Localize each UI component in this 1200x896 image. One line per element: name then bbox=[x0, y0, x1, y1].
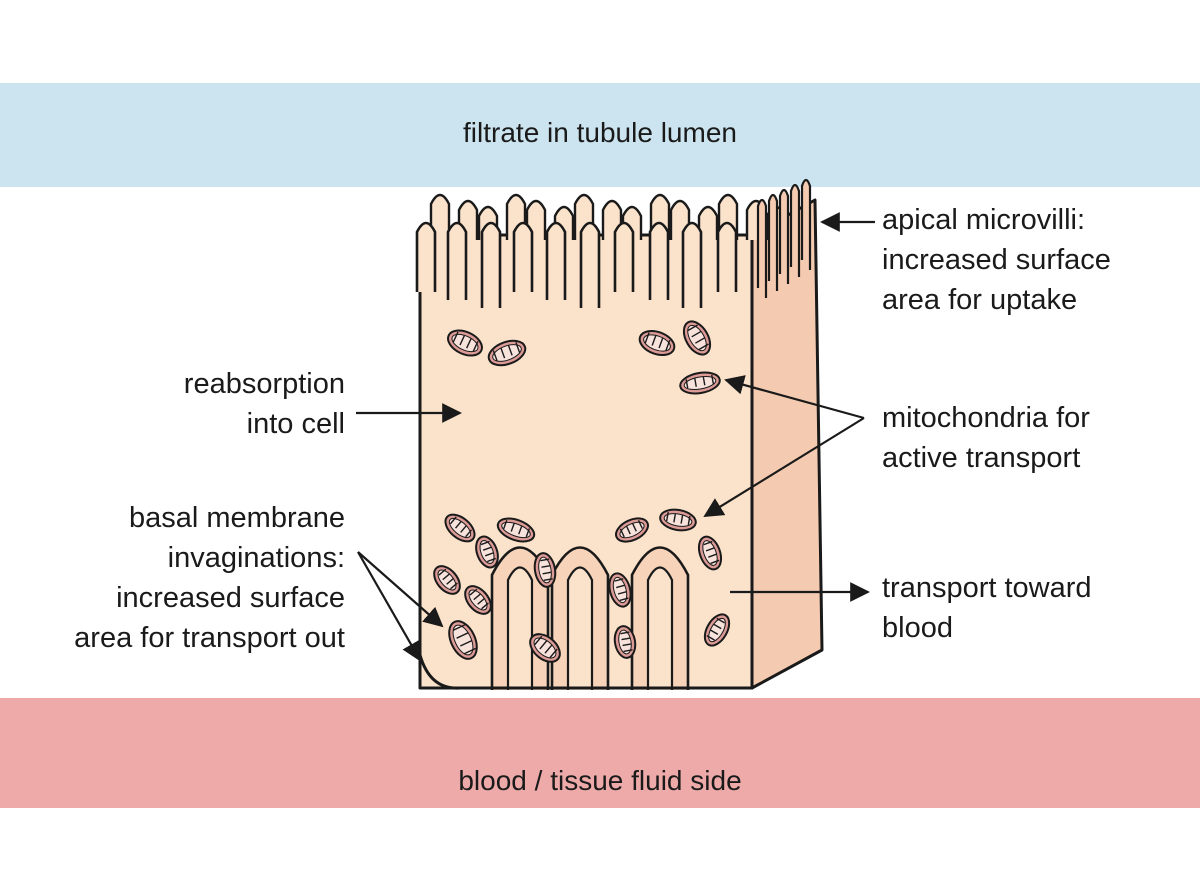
mitochondrion-matrix bbox=[643, 334, 671, 352]
mitochondrion bbox=[703, 613, 731, 647]
microvillus-front bbox=[648, 221, 670, 300]
mitochondrion-matrix bbox=[437, 569, 457, 591]
mitochondrion-matrix bbox=[618, 629, 632, 655]
microvillus-front bbox=[415, 221, 437, 292]
microvillus-back bbox=[429, 193, 451, 240]
mitochondrion-cristae bbox=[620, 631, 633, 653]
invagination-inner bbox=[646, 566, 674, 690]
microvillus-front bbox=[579, 221, 601, 308]
mitochondrion-cristae bbox=[619, 520, 643, 538]
microvillus-side bbox=[778, 188, 790, 284]
mitochondrion-matrix bbox=[468, 589, 488, 611]
mitochondrion bbox=[697, 535, 723, 571]
mitochondrion-cristae bbox=[492, 342, 521, 362]
invagination-inner bbox=[566, 566, 594, 690]
microvillus-back bbox=[697, 205, 719, 240]
mitochondrion-matrix bbox=[708, 617, 726, 643]
mitochondrion-cristae bbox=[438, 568, 458, 590]
mitochondrion-matrix bbox=[702, 540, 718, 566]
annotation-arrows bbox=[356, 212, 875, 662]
mitochondrion-cristae bbox=[503, 520, 530, 538]
epithelial-cell bbox=[415, 178, 824, 690]
mitochondrion-cristae bbox=[452, 624, 477, 655]
mitochondrion bbox=[638, 329, 676, 357]
microvillus-side bbox=[789, 183, 801, 277]
microvillus-front bbox=[512, 221, 534, 292]
microvillus-front bbox=[681, 221, 703, 308]
mitochondrion-cristae bbox=[706, 617, 725, 641]
mitochondrion bbox=[615, 517, 649, 543]
microvilli-front-row bbox=[415, 221, 738, 308]
blood-band: blood / tissue fluid side bbox=[0, 698, 1200, 808]
mitochondrion-matrix bbox=[619, 521, 645, 539]
mitochondrion-cristae bbox=[665, 512, 691, 525]
mitochondrion-matrix bbox=[538, 556, 552, 584]
mitochondrion bbox=[613, 625, 637, 659]
mitochondrion-cristae bbox=[703, 540, 720, 565]
basal-invaginations bbox=[418, 546, 752, 690]
microvillus-side bbox=[800, 178, 812, 270]
mitochondrion bbox=[659, 508, 697, 532]
mitochondrion bbox=[464, 585, 492, 615]
mitochondrion bbox=[487, 339, 527, 367]
basal-membrane-label: basal membrane invaginations: increased … bbox=[74, 502, 345, 654]
mitochondrion bbox=[433, 565, 461, 595]
mitochondrion-matrix bbox=[448, 517, 472, 539]
basal-edge bbox=[418, 654, 752, 690]
transport-label: transport toward blood bbox=[882, 572, 1092, 644]
mitochondrion-cristae bbox=[480, 540, 496, 563]
mitochondrion-cristae bbox=[452, 331, 479, 352]
mitochondrion-matrix bbox=[479, 540, 495, 564]
mitochondrion bbox=[608, 572, 632, 608]
mitochondrion-cristae bbox=[687, 324, 709, 351]
mitochondrion bbox=[679, 371, 721, 395]
mitochondrion-cristae bbox=[685, 374, 715, 389]
mitochondrion-matrix bbox=[501, 521, 531, 539]
microvillus-front bbox=[446, 221, 468, 300]
microvillus-front bbox=[716, 221, 738, 292]
mitochondrion-cristae bbox=[449, 516, 473, 538]
mitochondrion-matrix bbox=[612, 576, 628, 604]
basal-arrow-upper bbox=[357, 551, 421, 662]
invagination-inner bbox=[506, 566, 534, 690]
mitochondrion-cristae bbox=[540, 558, 553, 582]
reabsorption-label: reabsorption into cell bbox=[183, 368, 345, 440]
mitochondrion-cristae bbox=[644, 332, 671, 351]
mitochondrion-matrix bbox=[663, 513, 693, 527]
lumen-band: filtrate in tubule lumen bbox=[0, 83, 1200, 187]
mito-arrow-upper bbox=[724, 375, 865, 420]
mitochondria-label: mitochondria for active transport bbox=[882, 402, 1090, 474]
basal-arrow-lower bbox=[357, 551, 444, 628]
mitochondrion-cristae bbox=[469, 588, 489, 610]
mitochondrion-matrix bbox=[492, 344, 522, 362]
mitochondrion bbox=[496, 517, 536, 543]
mitochondria-group bbox=[433, 320, 731, 663]
mito-arrow-lower bbox=[703, 417, 865, 518]
mitochondrion-matrix bbox=[533, 637, 557, 659]
mitochondrion bbox=[529, 633, 561, 663]
mitochondrion bbox=[533, 552, 557, 588]
mitochondrion-cristae bbox=[534, 635, 558, 658]
microvillus-front bbox=[545, 221, 567, 300]
mitochondrion bbox=[682, 320, 712, 356]
mitochondrion-matrix bbox=[683, 375, 717, 391]
microvillus-front bbox=[613, 221, 635, 292]
mitochondrion bbox=[448, 620, 478, 660]
mitochondrion-cristae bbox=[614, 578, 629, 602]
microvillus-side bbox=[767, 193, 779, 291]
mitochondrion bbox=[475, 535, 499, 569]
microvillus-front bbox=[480, 221, 502, 308]
mitochondrion-matrix bbox=[687, 324, 707, 352]
mitochondrion bbox=[444, 513, 476, 543]
apical-microvilli-label: apical microvilli: increased surface are… bbox=[882, 204, 1111, 316]
blood-label: blood / tissue fluid side bbox=[458, 764, 742, 796]
microvillus-side bbox=[756, 198, 768, 298]
lumen-label: filtrate in tubule lumen bbox=[463, 117, 737, 148]
mitochondrion bbox=[447, 329, 483, 357]
